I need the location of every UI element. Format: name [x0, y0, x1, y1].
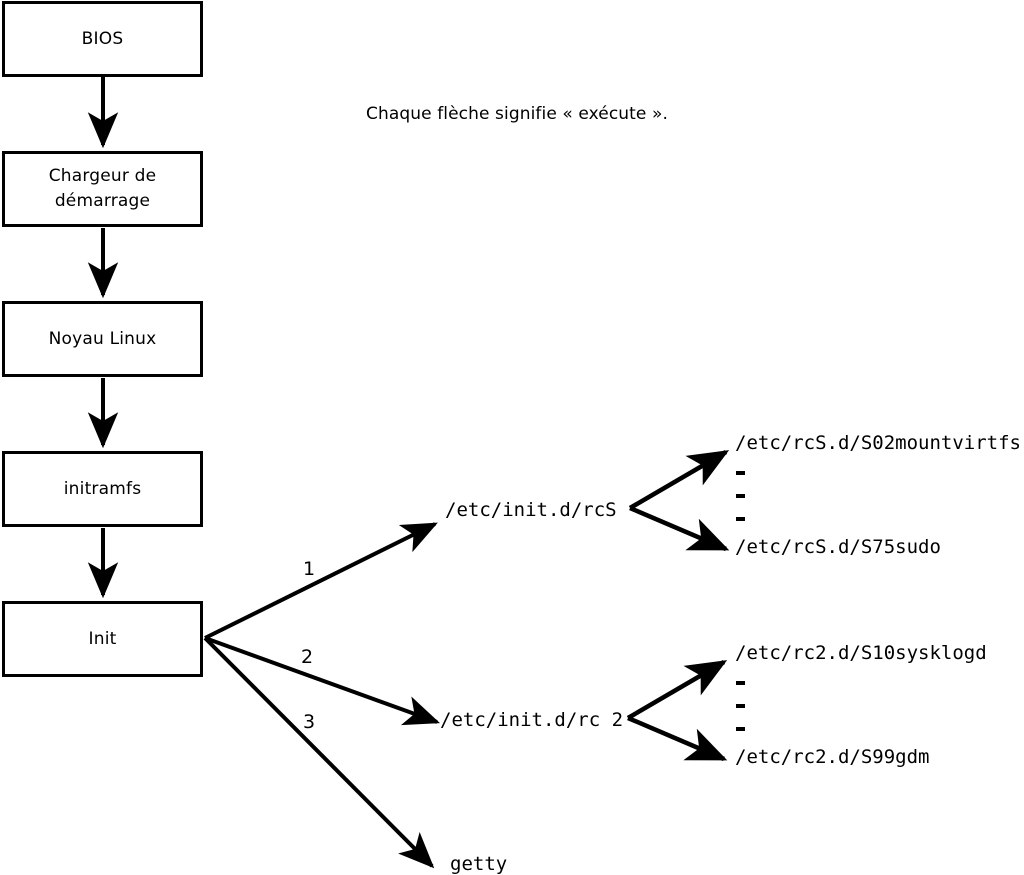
arrow-rc2-to-last-script: [627, 715, 728, 762]
edge-label-3: 3: [303, 711, 316, 733]
arrow-rcs-to-last-script: [629, 505, 730, 552]
rc2-ellipsis-dot-2: [736, 704, 745, 708]
label-rc2-last-script[interactable]: /etc/rc2.d/S99gdm: [735, 746, 930, 768]
node-linux-kernel-label: Noyau Linux: [48, 328, 157, 349]
arrow-init-to-rc2: [204, 636, 441, 726]
legend-caption: Chaque flèche signifie « exécute ».: [366, 104, 668, 124]
arrow-init-to-getty: [203, 636, 435, 869]
node-initramfs[interactable]: initramfs: [2, 451, 203, 527]
arrow-rc2-to-first-script: [626, 660, 728, 720]
arrow-init-to-rcs: [204, 522, 438, 640]
edge-label-1: 1: [303, 558, 316, 580]
label-rcs-first-script[interactable]: /etc/rcS.d/S02mountvirtfs: [735, 432, 1021, 454]
label-rc2-first-script[interactable]: /etc/rc2.d/S10sysklogd: [735, 642, 987, 664]
node-bios-label: BIOS: [81, 28, 124, 49]
node-initramfs-label: initramfs: [63, 478, 142, 499]
arrow-rcs-to-first-script: [628, 450, 730, 510]
edge-label-2: 2: [301, 646, 314, 668]
node-init-label: Init: [88, 628, 117, 649]
node-bootloader-label: Chargeur de démarrage: [48, 166, 157, 211]
rcs-ellipsis-dot-2: [736, 494, 745, 498]
label-init-d-rc2[interactable]: /etc/init.d/rc 2: [440, 709, 624, 731]
rcs-ellipsis-dot-1: [736, 471, 745, 475]
node-init[interactable]: Init: [2, 601, 203, 677]
node-bios[interactable]: BIOS: [2, 1, 203, 77]
label-rcs-last-script[interactable]: /etc/rcS.d/S75sudo: [735, 536, 941, 558]
rc2-ellipsis-dot-1: [736, 681, 745, 685]
node-bootloader[interactable]: Chargeur de démarrage: [2, 151, 203, 227]
label-getty[interactable]: getty: [450, 853, 508, 875]
rc2-ellipsis-dot-3: [736, 727, 745, 731]
label-init-d-rcs[interactable]: /etc/init.d/rcS: [445, 499, 617, 521]
rcs-ellipsis-dot-3: [736, 517, 745, 521]
node-linux-kernel[interactable]: Noyau Linux: [2, 301, 203, 377]
